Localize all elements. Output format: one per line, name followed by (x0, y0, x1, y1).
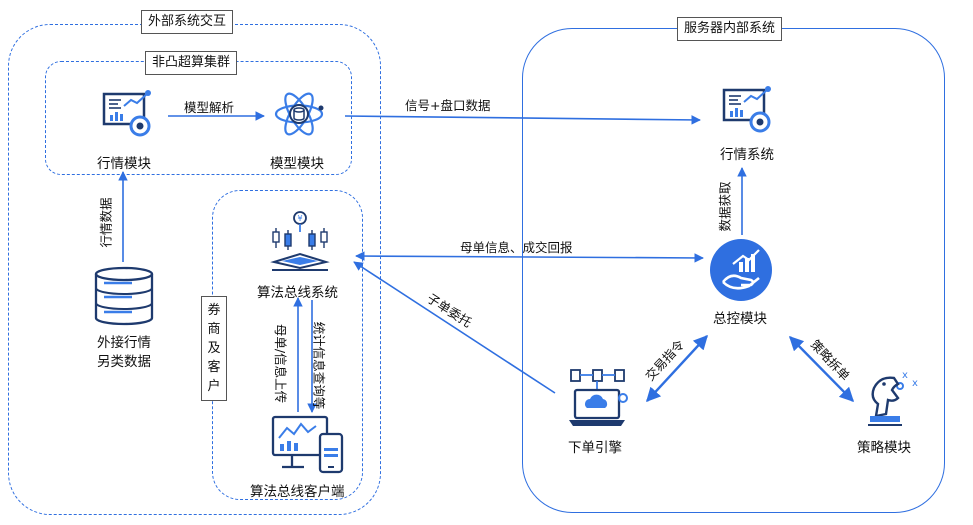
signal-data-label: 信号+盘口数据 (405, 98, 491, 113)
svg-text:x: x (912, 378, 918, 389)
market-system-label: 行情系统 (720, 147, 774, 163)
arrow-child-order (353, 261, 556, 394)
svg-text:x: x (902, 370, 908, 381)
arrow-parent-order (355, 251, 704, 263)
control-hand-chart-icon (710, 239, 772, 301)
data-fetch-label: 数据获取 (717, 181, 733, 232)
control-module-label: 总控模块 (713, 311, 767, 327)
desktop-client-icon (271, 415, 344, 474)
algo-bus-label: 算法总线系统 (257, 285, 338, 301)
order-engine-label: 下单引擎 (568, 440, 622, 456)
cluster-region-label: 非凸超算集群 (145, 51, 238, 75)
broker-region-label: 券商及客户 (201, 296, 227, 401)
trading-bus-icon: ¥ (270, 211, 330, 271)
chess-knight-icon: x x (868, 370, 918, 426)
model-module-label: 模型模块 (270, 156, 324, 172)
model-parse-label: 模型解析 (184, 100, 235, 115)
market-data-label: 行情数据 (98, 197, 114, 248)
arrow-trade-cmd (646, 334, 708, 403)
arrow-signal-data (344, 115, 701, 125)
market-system-chart-icon (722, 86, 771, 133)
server-region-label: 服务器内部系统 (677, 17, 783, 41)
external-region-label: 外部系统交互 (141, 10, 234, 34)
external-data-label-2: 另类数据 (97, 354, 151, 370)
market-module-label: 行情模块 (97, 156, 151, 172)
atom-icon (274, 92, 324, 136)
market-chart-icon (102, 90, 151, 137)
arrow-strategy-split (788, 335, 855, 403)
strategy-module-label: 策略模块 (857, 440, 911, 456)
external-data-label-1: 外接行情 (97, 335, 151, 351)
query-label: 统计信息查询等 (311, 321, 327, 410)
parent-order-label: 母单信息、成交回报 (460, 240, 573, 255)
svg-text:¥: ¥ (297, 214, 302, 223)
upload-label: 母单/信息上传 (273, 323, 289, 404)
database-icon (94, 266, 154, 326)
algo-client-label: 算法总线客户端 (250, 484, 345, 500)
laptop-cloud-icon (569, 369, 628, 426)
